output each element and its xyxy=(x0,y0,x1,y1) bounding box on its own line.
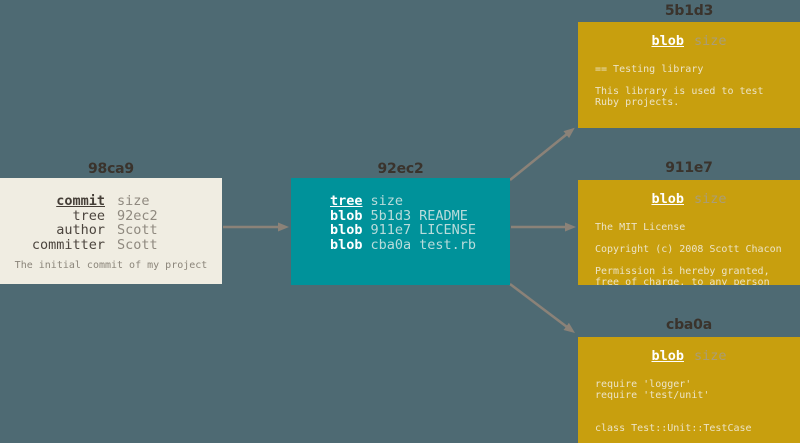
commit-type-label: commit xyxy=(56,193,105,209)
commit-hash-label: 98ca9 xyxy=(88,161,134,177)
commit-author-row: author Scott xyxy=(0,223,222,238)
commit-message: The initial commit of my project xyxy=(14,260,208,271)
commit-committer-value: Scott xyxy=(117,236,158,253)
commit-size-value: size xyxy=(117,193,150,209)
blob-hash-label-911e7: 911e7 xyxy=(665,160,713,176)
blob-hash-label-cba0a: cba0a xyxy=(666,317,712,333)
commit-author-value: Scott xyxy=(117,222,158,238)
tree-size-value: size xyxy=(370,193,404,209)
arrow-tree-to-blob-5b1d3 xyxy=(509,127,575,182)
commit-tree-hash: 92ec2 xyxy=(117,207,158,224)
arrow-tree-to-blob-cba0a xyxy=(509,282,575,334)
tree-header-row: tree size xyxy=(291,194,510,209)
commit-committer-key: committer xyxy=(31,236,105,253)
blob-hash-label-5b1d3: 5b1d3 xyxy=(664,3,714,19)
tree-hash-label: 92ec2 xyxy=(377,161,424,177)
commit-tree-key: tree xyxy=(72,207,105,224)
blob-content: == Testing library This library is used … xyxy=(595,64,764,108)
commit-author-key: author xyxy=(56,222,105,238)
tree-type-label: tree xyxy=(330,193,363,209)
blob-content: The MIT License Copyright (c) 2008 Scott… xyxy=(595,222,782,285)
commit-committer-row: committer Scott xyxy=(0,236,222,253)
commit-tree-row: tree 92ec2 xyxy=(0,207,222,224)
blob-content: require 'logger' require 'test/unit' cla… xyxy=(595,379,752,434)
commit-header-row: commit size xyxy=(0,194,222,209)
